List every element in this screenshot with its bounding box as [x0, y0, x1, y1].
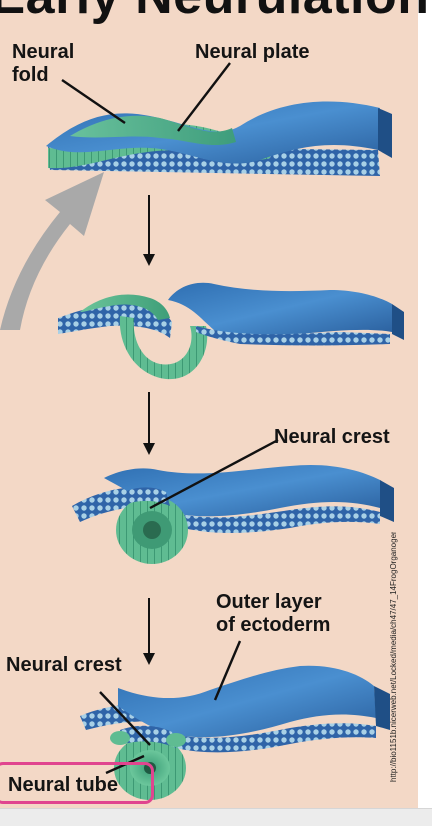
label-outer-layer-ectoderm: Outer layer of ectoderm: [216, 591, 331, 636]
down-arrow-icon-1: [143, 195, 155, 266]
down-arrow-icon-3: [143, 598, 155, 665]
neural-tube-highlight-box: [0, 762, 154, 804]
footer-bar: [0, 808, 432, 826]
down-arrow-icon-2: [143, 392, 155, 455]
closing-stage: [72, 464, 394, 564]
leader-line-neural-crest-2: [99, 691, 151, 746]
label-neural-crest-top: Neural crest: [274, 426, 390, 448]
transition-arrow-icon: [0, 172, 104, 330]
leader-line-neural-plate: [177, 62, 231, 132]
image-credit-url: http://bio1151b.nicerweb.net/Locked/medi…: [389, 532, 398, 782]
leader-line-neural-crest-1: [149, 438, 279, 510]
label-neural-plate: Neural plate: [195, 41, 310, 63]
neural-plate-stage: [46, 101, 392, 176]
leader-line-neural-fold: [61, 79, 126, 124]
figure-title: Early Neurulation: [0, 0, 432, 26]
leader-line-outer-layer: [213, 640, 242, 701]
folding-stage: [58, 282, 404, 380]
label-neural-fold: Neural fold: [12, 41, 75, 86]
label-neural-crest-bottom: Neural crest: [6, 654, 122, 676]
leader-lines: [61, 62, 279, 775]
label-neural-tube: Neural tube: [8, 774, 119, 796]
